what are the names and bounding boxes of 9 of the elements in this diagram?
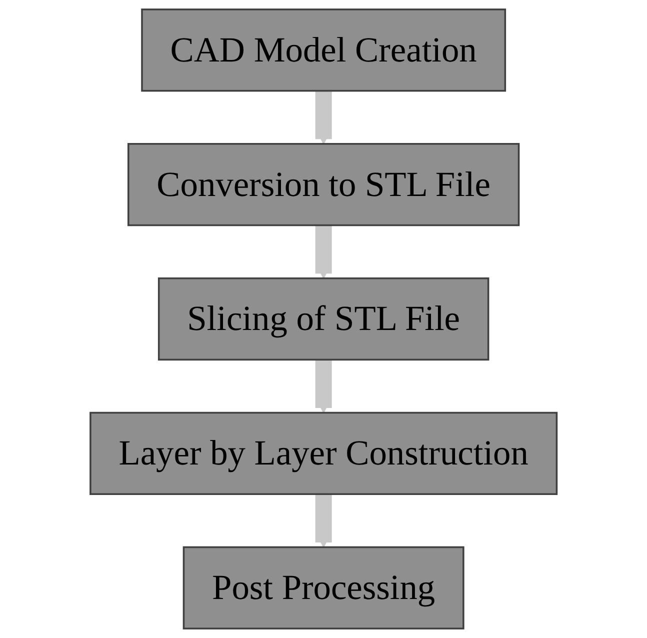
node-box: CAD Model Creation xyxy=(141,8,506,92)
node-box: Post Processing xyxy=(182,546,464,630)
arrow xyxy=(315,225,332,279)
node-box: Layer by Layer Construction xyxy=(89,412,558,495)
node-box: Slicing of STL File xyxy=(158,277,490,361)
arrow xyxy=(315,494,332,548)
node-box: Conversion to STL File xyxy=(127,142,520,226)
arrow xyxy=(315,90,332,144)
arrow xyxy=(315,360,332,414)
